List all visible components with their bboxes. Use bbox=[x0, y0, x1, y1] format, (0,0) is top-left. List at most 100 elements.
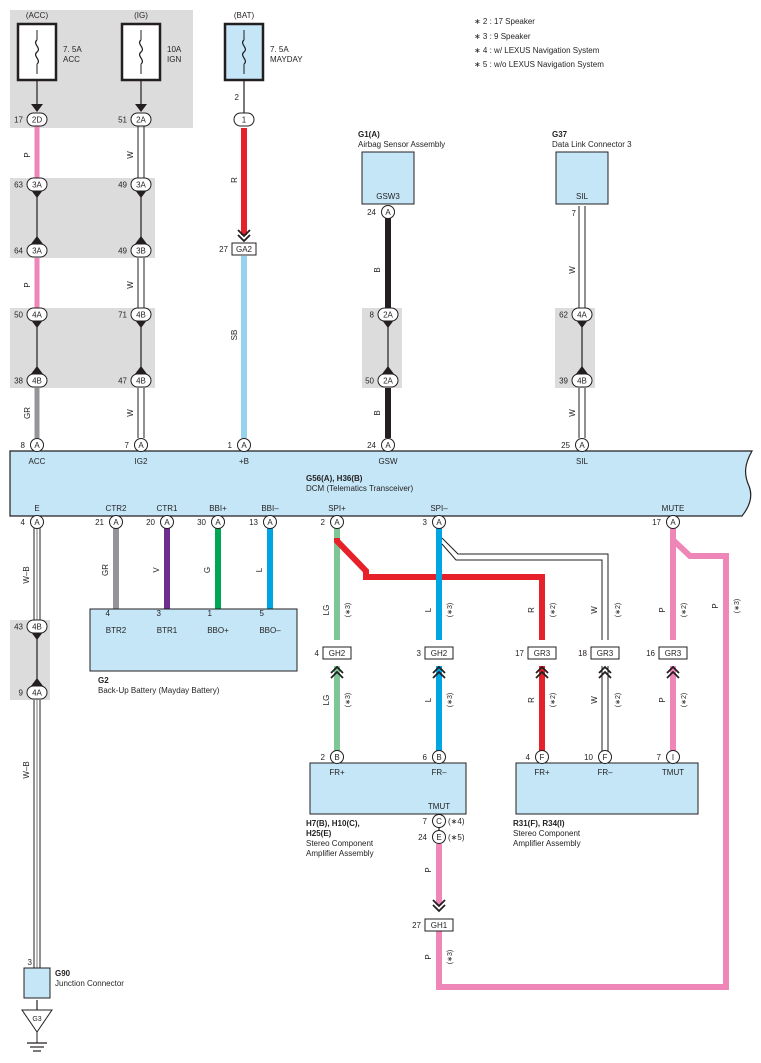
label-wire_colors-L: L bbox=[424, 697, 433, 702]
label-connectors-e-0-0: 4 bbox=[21, 518, 26, 527]
label-variant_tags-s2: (∗2) bbox=[681, 603, 688, 617]
amp-h-code2: H25(E) bbox=[306, 829, 332, 838]
label-connectors-battery-0-1: A bbox=[113, 518, 119, 527]
label-connectors-battery-1-0: 20 bbox=[146, 518, 155, 527]
label-connectors-gr3_w-1-1: F bbox=[603, 753, 608, 762]
label-connectors-ig-3-1: 4B bbox=[136, 311, 146, 320]
note-3: ∗ 4 : w/ LEXUS Navigation System bbox=[474, 46, 600, 55]
dcm-term-ig2: IG2 bbox=[135, 457, 148, 466]
dlc-code: G37 bbox=[552, 130, 568, 139]
label-variant_tags-s2: (∗2) bbox=[550, 693, 557, 707]
label-connectors-ig-4-0: 47 bbox=[118, 377, 127, 386]
wire-battery bbox=[113, 528, 273, 609]
wire-e-ground bbox=[33, 528, 41, 1010]
label-connectors-mute-1-1: GR3 bbox=[665, 649, 682, 658]
label-wire_colors-W: W bbox=[568, 409, 577, 417]
label-connectors-sil-2-1: 4B bbox=[577, 377, 587, 386]
label-connectors-bat-3-0: 1 bbox=[228, 441, 233, 450]
inline-connector-chevrons bbox=[237, 229, 680, 913]
dcm-term-ctr1: CTR1 bbox=[157, 504, 178, 513]
fuse-ig-rating: 10A bbox=[167, 45, 182, 54]
fuse-acc: (ACC) 7. 5A ACC bbox=[16, 11, 82, 104]
label-connectors-battery-6-0: 1 bbox=[208, 609, 213, 618]
label-variant_tags-s3: (∗3) bbox=[447, 603, 454, 617]
label-connectors-ig-2-1: 3B bbox=[136, 247, 146, 256]
fuse-ig: (IG) 10A IGN bbox=[120, 11, 182, 104]
label-connectors-gr3_w-0-1: GR3 bbox=[597, 649, 614, 658]
amp-h-fr-plus: FR+ bbox=[329, 768, 345, 777]
dcm-term-bbi-plus: BBI+ bbox=[209, 504, 227, 513]
label-wire_colors-V: V bbox=[152, 567, 161, 573]
label-connectors-tmut-2-1: GH1 bbox=[431, 921, 448, 930]
junction-connector-g90: G90 Junction Connector bbox=[23, 967, 124, 999]
label-connectors-ig-0-0: 51 bbox=[118, 116, 127, 125]
label-connectors-battery-2-0: 30 bbox=[197, 518, 206, 527]
fuse-ig-name: IGN bbox=[167, 55, 181, 64]
label-connectors-spi_minus-1-1: GH2 bbox=[431, 649, 448, 658]
label-connectors-battery-4-0: 4 bbox=[106, 609, 111, 618]
fuse-ig-source: (IG) bbox=[134, 11, 148, 20]
label-connectors-tmut-1-1: E bbox=[436, 833, 441, 842]
label-wire_colors-LG: LG bbox=[322, 605, 331, 616]
battery-name: Back-Up Battery (Mayday Battery) bbox=[98, 686, 220, 695]
wire-mute bbox=[436, 528, 729, 990]
battery-term-btr1: BTR1 bbox=[157, 626, 178, 635]
label-connectors-gr3_r-0-1: GR3 bbox=[534, 649, 551, 658]
label-wire_colors-W: W bbox=[126, 151, 135, 159]
fuse-acc-source: (ACC) bbox=[26, 11, 49, 20]
label-connectors-gsw-2-1: 2A bbox=[383, 377, 393, 386]
amp-r-tmut: TMUT bbox=[662, 768, 684, 777]
label-connectors-ig-4-1: 4B bbox=[136, 377, 146, 386]
ground-g3: G3 bbox=[21, 1009, 53, 1052]
label-wire_colors-LG: LG bbox=[322, 695, 331, 706]
label-connectors-battery-3-0: 13 bbox=[249, 518, 258, 527]
junction-code: G90 bbox=[55, 969, 71, 978]
label-connectors-gr3_r-1-1: F bbox=[540, 753, 545, 762]
label-wire_colors-B: B bbox=[373, 410, 382, 415]
label-connectors-mute-2-0: 7 bbox=[657, 753, 662, 762]
label-connectors-spi_plus-0-1: A bbox=[334, 518, 340, 527]
label-connectors-sil-1-0: 62 bbox=[559, 311, 568, 320]
label-connectors-tmut-1-0: 24 bbox=[418, 833, 427, 842]
wire-spi-plus bbox=[334, 528, 545, 752]
pin-badges: 2D 17 3A 63 3A 64 4A 50 4B 38 A 8 2A 51 … bbox=[14, 93, 688, 967]
amp-r-name2: Amplifier Assembly bbox=[513, 839, 581, 848]
note-2: ∗ 3 : 9 Speaker bbox=[474, 32, 531, 41]
label-connectors-sil-1-1: 4A bbox=[577, 311, 587, 320]
note-4: ∗ 5 : w/o LEXUS Navigation System bbox=[474, 60, 604, 69]
label-connectors-acc-4-1: 4B bbox=[32, 377, 42, 386]
dcm-term-spi-minus: SPI– bbox=[430, 504, 448, 513]
wire-ig bbox=[137, 126, 145, 438]
label-connectors-spi_plus-1-0: 4 bbox=[315, 649, 320, 658]
label-variant_tags-s2: (∗2) bbox=[681, 693, 688, 707]
label-connectors-battery-1-1: A bbox=[164, 518, 170, 527]
label-connectors-sil-2-0: 39 bbox=[559, 377, 568, 386]
label-connectors-bat-1-1: 1 bbox=[242, 116, 247, 125]
label-connectors-tmut-0-0: 7 bbox=[423, 817, 428, 826]
amplifier-h: FR+ FR– TMUT H7(B), H10(C), H25(E) Stere… bbox=[306, 762, 467, 858]
label-connectors-sil-3-0: 25 bbox=[561, 441, 570, 450]
dlc-name: Data Link Connector 3 bbox=[552, 140, 632, 149]
label-connectors-gsw-2-0: 50 bbox=[365, 377, 374, 386]
label-wire_colors-SB: SB bbox=[230, 330, 239, 341]
fuse-bat-name: MAYDAY bbox=[270, 55, 303, 64]
amp-r-fr-minus: FR– bbox=[597, 768, 613, 777]
label-connectors-gsw-3-0: 24 bbox=[367, 441, 376, 450]
label-connectors-acc-3-1: 4A bbox=[32, 311, 42, 320]
fuse-bat: (BAT) 7. 5A MAYDAY bbox=[223, 11, 303, 102]
label-connectors-e-0-1: A bbox=[34, 518, 40, 527]
label-variant_tags-s3: (∗3) bbox=[447, 950, 454, 964]
label-connectors-spi_plus-1-1: GH2 bbox=[329, 649, 346, 658]
note-1: ∗ 2 : 17 Speaker bbox=[474, 17, 535, 26]
label-wire_colors-W: W bbox=[590, 606, 599, 614]
label-connectors-acc-0-0: 17 bbox=[14, 116, 23, 125]
label-wire_colors-WB: W–B bbox=[22, 761, 31, 778]
label-connectors-bat-3-1: A bbox=[241, 441, 247, 450]
dcm-term-spi-plus: SPI+ bbox=[328, 504, 346, 513]
label-connectors-acc-1-1: 3A bbox=[32, 181, 42, 190]
amp-h-name: Stereo Component bbox=[306, 839, 374, 848]
wire-spi-minus bbox=[436, 528, 609, 752]
wire-sil bbox=[578, 206, 586, 438]
battery-term-btr2: BTR2 bbox=[106, 626, 127, 635]
label-wire_colors-W: W bbox=[126, 281, 135, 289]
